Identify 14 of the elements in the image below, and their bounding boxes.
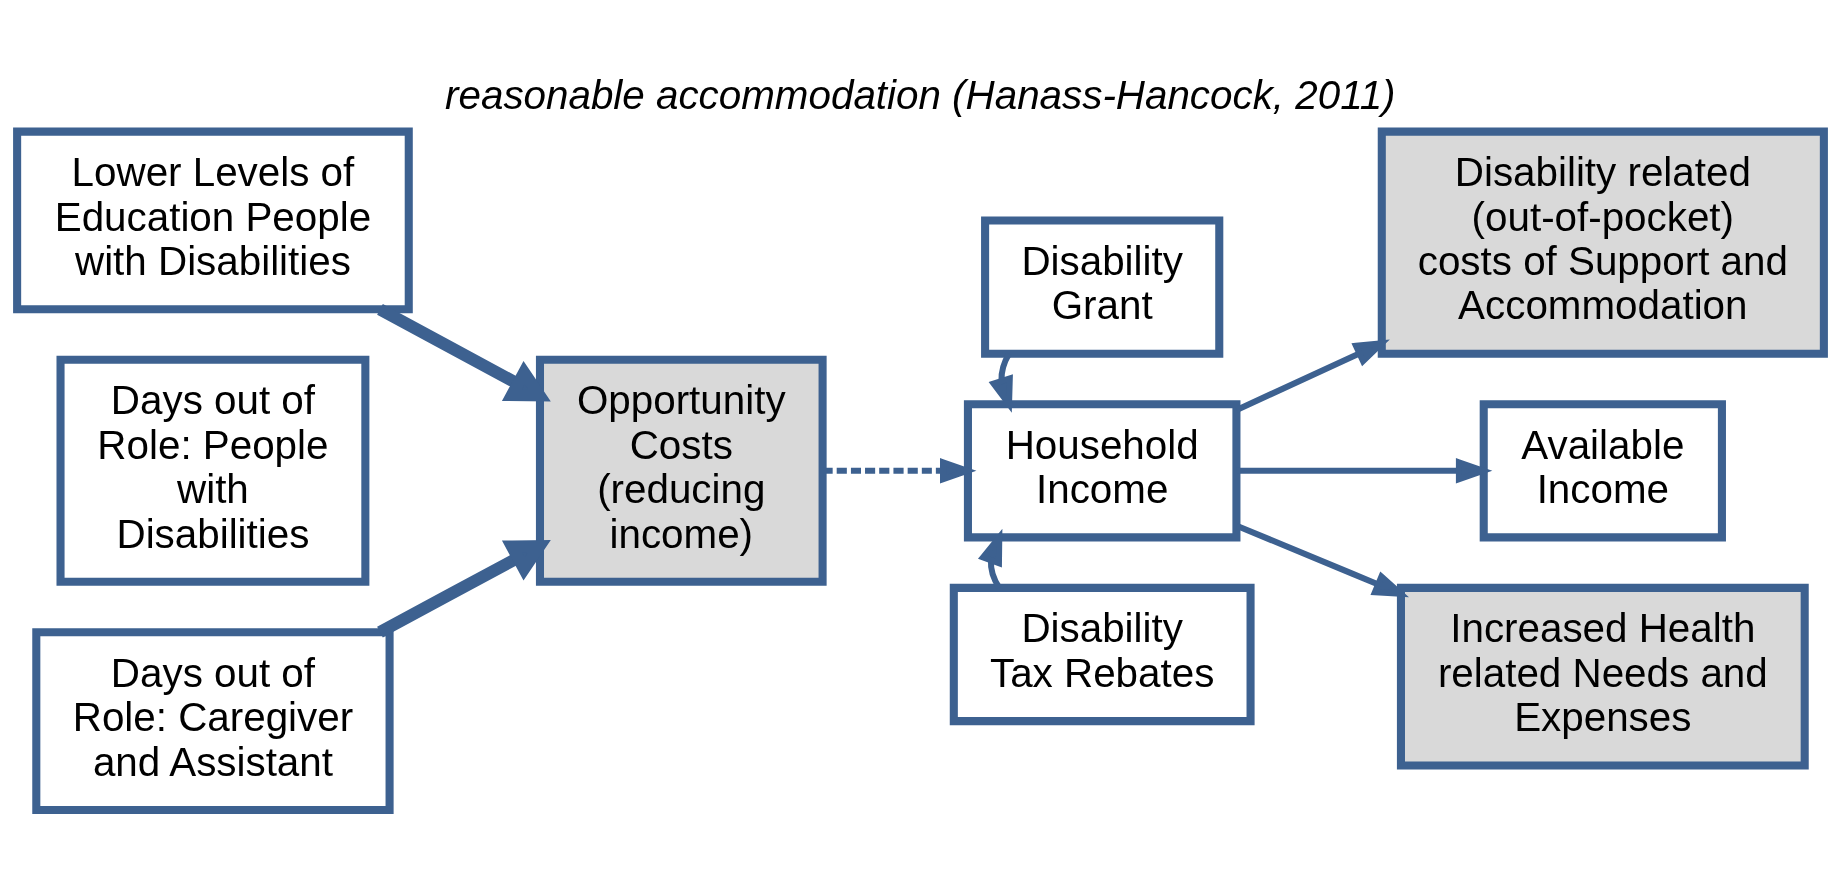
node-box: Lower Levels of Education People with Disabilities: [13, 127, 413, 313]
arrow: [377, 539, 551, 637]
node-box: Disability related (out-of-pocket) costs of Support and Accommodation: [1377, 127, 1828, 358]
diagram-title: reasonable accommodation (Hanass-Hancock, 2011): [445, 71, 1396, 118]
node-box: Days out of Role: Caregiver and Assistant: [32, 627, 394, 814]
node-box: Days out of Role: People with Disabilities: [56, 355, 370, 586]
node-box: Available Income: [1479, 399, 1726, 541]
arrow: [1236, 457, 1493, 484]
node-box: Opportunity Costs (reducing income): [535, 355, 827, 586]
arrow: [377, 303, 551, 402]
node-box: Disability Tax Rebates: [949, 583, 1255, 725]
node-box: Household Income: [963, 399, 1241, 541]
node-box: Disability Grant: [981, 215, 1224, 358]
node-box: Increased Health related Needs and Expenses: [1396, 583, 1809, 770]
